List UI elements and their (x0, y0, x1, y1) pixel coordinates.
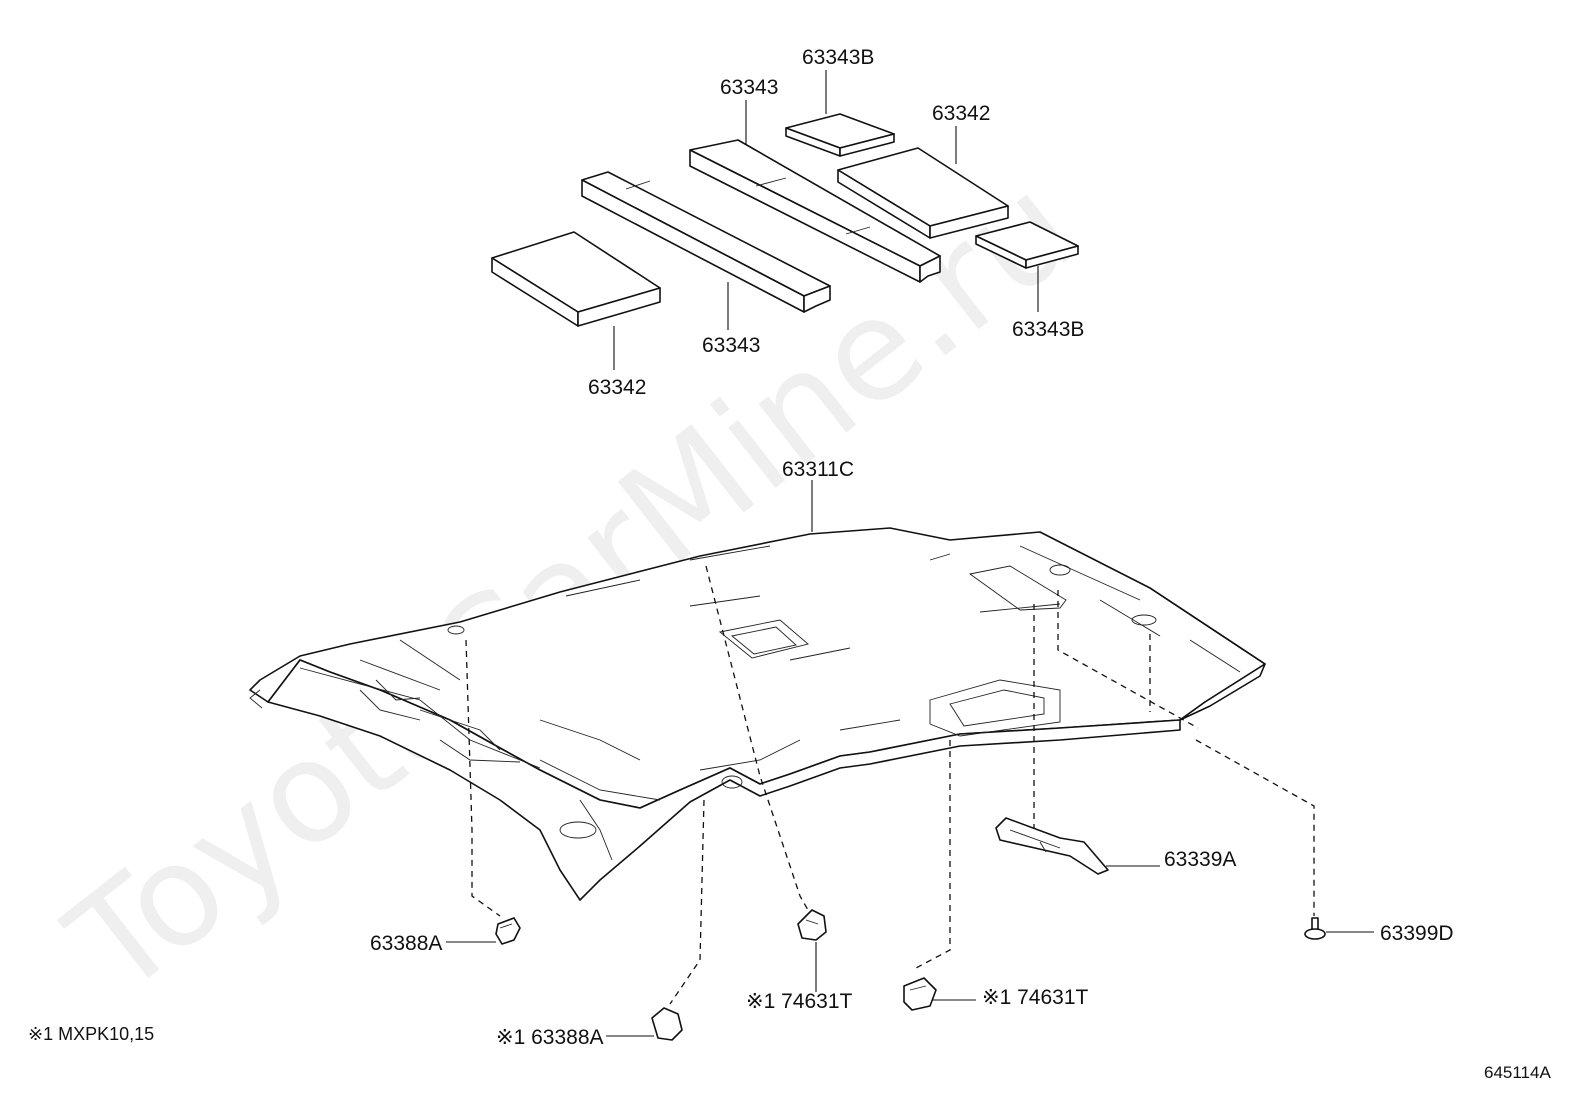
bracket-63339A[interactable] (995, 817, 1109, 875)
strip-63343-upper[interactable] (689, 139, 941, 283)
screw-63399D[interactable] (1304, 917, 1326, 940)
label-63399D: 63399D (1380, 922, 1454, 945)
clip-74631T-center[interactable] (797, 909, 827, 941)
label-63342-top: 63342 (932, 102, 990, 125)
label-63343B-top: 63343B (802, 46, 874, 69)
label-74631T-right: ※1 74631T (982, 986, 1089, 1009)
label-74631T-center: ※1 74631T (746, 990, 853, 1013)
label-63343B-bottom: 63343B (1012, 318, 1084, 341)
bracket-74631T-right[interactable] (903, 977, 937, 1011)
dash-63388A-left (465, 639, 501, 917)
dash-headliner-rear (1057, 590, 1199, 729)
dash-63399D (1195, 739, 1315, 916)
label-63343-bottom: 63343 (702, 334, 760, 357)
pad-63343B-top[interactable] (785, 113, 895, 157)
pad-63342-right[interactable] (837, 147, 1009, 239)
cap-63388A-bottom[interactable] (651, 1007, 683, 1041)
dash-74631T-center (705, 565, 809, 911)
pad-63342-left[interactable] (491, 231, 661, 327)
label-63388A-bottom: ※1 63388A (496, 1026, 604, 1049)
footnote-model: ※1 MXPK10,15 (28, 1024, 154, 1044)
dash-74631T-right (915, 740, 951, 969)
label-63388A-left: 63388A (370, 932, 442, 955)
label-63342-bottom: 63342 (588, 376, 646, 399)
dash-63388A-bottom (669, 799, 705, 1005)
headliner-63311C[interactable] (249, 527, 1266, 901)
label-63343-top: 63343 (720, 76, 778, 99)
reference-code: 645114A (1484, 1063, 1551, 1082)
clip-63388A-left[interactable] (495, 917, 521, 945)
strip-63343-lower[interactable] (581, 171, 831, 313)
label-63339A: 63339A (1164, 848, 1236, 871)
label-63311C: 63311C (782, 458, 854, 481)
pad-63343B-right[interactable] (975, 221, 1079, 269)
